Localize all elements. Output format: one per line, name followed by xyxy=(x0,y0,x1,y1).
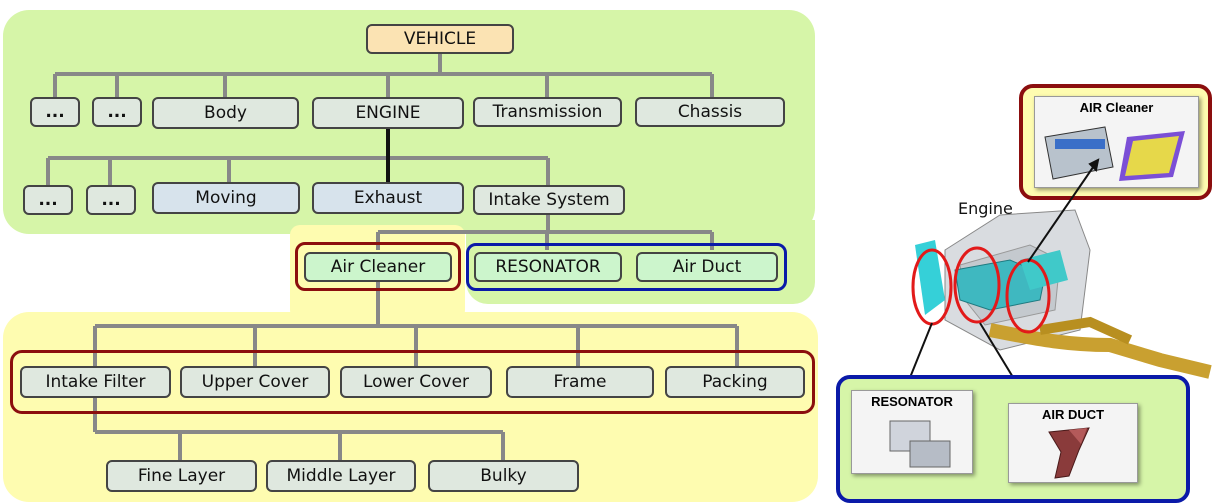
node-chassis: Chassis xyxy=(635,97,785,127)
node-air-cleaner: Air Cleaner xyxy=(304,252,452,282)
node-air-duct: Air Duct xyxy=(636,252,778,282)
node-intake-system: Intake System xyxy=(473,185,625,215)
air-cleaner-frame xyxy=(295,242,461,291)
node-body: Body xyxy=(152,97,299,129)
air-duct-photo-title: AIR DUCT xyxy=(1041,407,1105,422)
node-intake-filter: Intake Filter xyxy=(20,366,171,398)
components-frame xyxy=(10,350,815,414)
node-vehicle: VEHICLE xyxy=(366,24,514,54)
engine-label: Engine xyxy=(958,199,1013,218)
resonator-photo: RESONATOR xyxy=(851,390,973,474)
resonator-part-icon xyxy=(889,420,951,468)
air-duct-photo: AIR DUCT xyxy=(1008,403,1138,483)
resonator-photo-title: RESONATOR xyxy=(871,394,953,409)
node-upper-cover: Upper Cover xyxy=(180,366,330,398)
node-engine-more-1: ... xyxy=(23,185,73,215)
node-lower-cover: Lower Cover xyxy=(340,366,492,398)
intake-blue-frame xyxy=(466,243,787,291)
node-exhaust: Exhaust xyxy=(312,182,464,214)
node-moving: Moving xyxy=(152,182,300,214)
node-frame: Frame xyxy=(506,366,654,398)
air-duct-part-icon xyxy=(1048,427,1090,479)
node-packing: Packing xyxy=(665,366,805,398)
node-vehicle-more-2: ... xyxy=(92,97,142,127)
node-engine-more-2: ... xyxy=(86,185,136,215)
air-cleaner-photo: AIR Cleaner xyxy=(1034,96,1199,188)
node-resonator: RESONATOR xyxy=(474,252,622,282)
air-cleaner-photo-title: AIR Cleaner xyxy=(1079,100,1154,115)
node-engine: ENGINE xyxy=(312,97,464,129)
node-transmission: Transmission xyxy=(473,97,622,127)
node-bulky: Bulky xyxy=(428,460,579,492)
node-vehicle-more-1: ... xyxy=(30,97,80,127)
node-middle-layer: Middle Layer xyxy=(266,460,416,492)
node-fine-layer: Fine Layer xyxy=(106,460,257,492)
